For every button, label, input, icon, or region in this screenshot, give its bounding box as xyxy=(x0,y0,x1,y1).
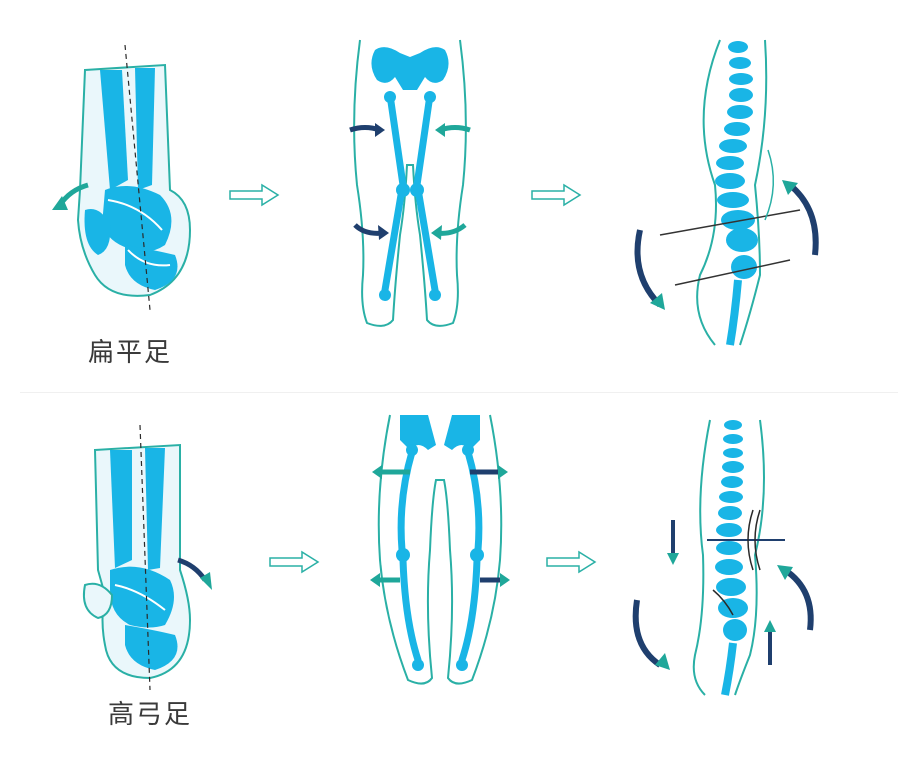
flat-foot-caption: 扁平足 xyxy=(88,332,172,369)
high-arch-foot-diagram xyxy=(70,420,230,690)
bow-legs-diagram xyxy=(370,410,510,690)
row-high-arch-foot: 高弓足 xyxy=(0,400,918,783)
transition-arrow-icon xyxy=(268,550,320,574)
row-flat-foot: 扁平足 xyxy=(0,0,918,390)
high-arch-foot-caption: 高弓足 xyxy=(108,694,192,731)
transition-arrow-icon xyxy=(530,183,582,207)
row-divider xyxy=(20,392,898,393)
anterior-tilt-spine-diagram xyxy=(620,35,830,355)
transition-arrow-icon xyxy=(545,550,597,574)
transition-arrow-icon xyxy=(228,183,280,207)
posterior-tilt-spine-diagram xyxy=(625,415,825,700)
flat-foot-diagram xyxy=(40,40,220,320)
knock-knee-legs-diagram xyxy=(345,35,475,330)
